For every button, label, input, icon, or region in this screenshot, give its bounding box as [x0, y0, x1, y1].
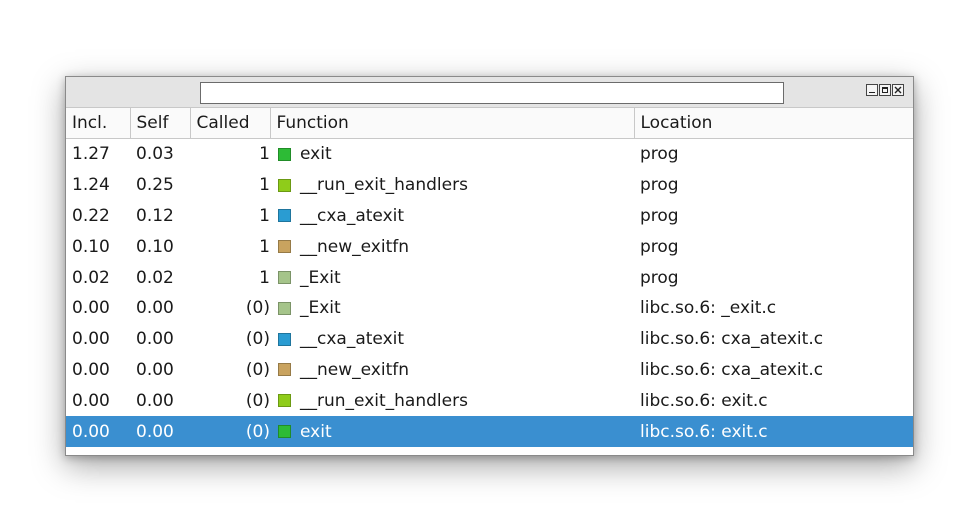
table-row[interactable]: 0.02 0.02 1 _Exit prog	[66, 262, 913, 293]
column-header-called[interactable]: Called	[190, 108, 271, 139]
function-name: __run_exit_handlers	[300, 175, 468, 196]
function-name: exit	[300, 144, 332, 165]
cost-color-swatch	[278, 178, 291, 192]
function-name: _Exit	[300, 267, 341, 288]
called-cell: (0)	[245, 359, 270, 380]
called-cell: 1	[259, 144, 270, 165]
location-cell: libc.so.6: cxa_atexit.c	[640, 359, 824, 380]
title-field[interactable]	[200, 82, 784, 104]
called-cell: 1	[259, 175, 270, 196]
cost-color-swatch	[278, 271, 291, 285]
cost-color-swatch	[278, 332, 291, 346]
location-cell: libc.so.6: _exit.c	[640, 298, 777, 319]
self-cell: 0.00	[136, 329, 174, 350]
function-cell: _Exit	[270, 262, 634, 293]
incl-cell: 0.22	[72, 205, 110, 226]
minimize-icon[interactable]	[866, 84, 878, 96]
incl-cell: 0.00	[72, 329, 110, 350]
maximize-icon[interactable]	[879, 84, 891, 96]
self-cell: 0.02	[136, 267, 174, 288]
location-cell: prog	[640, 267, 679, 288]
function-name: __new_exitfn	[300, 236, 410, 257]
table-row[interactable]: 0.00 0.00 (0) __new_exitfn libc.so.6: cxa_at…	[66, 355, 913, 386]
called-cell: (0)	[190, 416, 270, 447]
function-name: __run_exit_handlers	[300, 390, 468, 411]
table-header: Incl. Self Called Function Location	[66, 108, 913, 139]
function-cell: _Exit	[270, 293, 634, 324]
called-cell: (0)	[245, 298, 270, 319]
incl-cell: 0.02	[72, 267, 110, 288]
function-cell: __new_exitfn	[270, 355, 634, 386]
self-cell: 0.25	[136, 175, 174, 196]
self-cell: 0.00	[136, 359, 174, 380]
self-cell: 0.10	[136, 236, 174, 257]
function-name: _Exit	[300, 298, 341, 319]
function-cell: exit	[270, 416, 634, 447]
column-header-self[interactable]: Self	[130, 108, 191, 139]
self-cell: 0.00	[136, 298, 174, 319]
incl-cell: 0.00	[72, 359, 110, 380]
self-cell: 0.00	[130, 416, 190, 447]
location-cell: libc.so.6: exit.c	[634, 416, 913, 447]
function-name: __new_exitfn	[300, 359, 410, 380]
column-header-incl[interactable]: Incl.	[66, 108, 131, 139]
table-row[interactable]: 0.10 0.10 1 __new_exitfn prog	[66, 231, 913, 262]
call-graph-window: Incl. Self Called Function Location 1.27…	[65, 76, 914, 456]
title-bar[interactable]	[66, 77, 913, 108]
cost-color-swatch	[278, 425, 291, 439]
function-cell: __new_exitfn	[270, 231, 634, 262]
cost-color-swatch	[278, 301, 291, 315]
location-cell: prog	[640, 144, 679, 165]
function-cell: __run_exit_handlers	[270, 170, 634, 201]
function-name: __cxa_atexit	[300, 205, 405, 226]
location-cell: prog	[640, 236, 679, 257]
called-cell: (0)	[245, 390, 270, 411]
function-name: exit	[300, 421, 332, 442]
called-cell: 1	[259, 236, 270, 257]
called-cell: 1	[259, 205, 270, 226]
close-icon[interactable]	[892, 84, 904, 96]
location-cell: libc.so.6: exit.c	[640, 390, 768, 411]
function-cell: __run_exit_handlers	[270, 385, 634, 416]
incl-cell: 0.10	[72, 236, 110, 257]
called-cell: 1	[259, 267, 270, 288]
cost-color-swatch	[278, 394, 291, 408]
self-cell: 0.12	[136, 205, 174, 226]
function-cell: __cxa_atexit	[270, 201, 634, 232]
table-row[interactable]: 0.00 0.00 (0) _Exit libc.so.6: _exit.c	[66, 293, 913, 324]
table-row[interactable]: 1.24 0.25 1 __run_exit_handlers prog	[66, 170, 913, 201]
called-cell: (0)	[245, 329, 270, 350]
incl-cell: 0.00	[72, 298, 110, 319]
column-header-location[interactable]: Location	[634, 108, 913, 139]
table-row[interactable]: 1.27 0.03 1 exit prog	[66, 139, 913, 170]
cost-color-swatch	[278, 363, 291, 377]
incl-cell: 1.24	[72, 175, 110, 196]
cost-color-swatch	[278, 147, 291, 161]
location-cell: libc.so.6: cxa_atexit.c	[640, 329, 824, 350]
column-header-function[interactable]: Function	[270, 108, 635, 139]
table-row[interactable]: 0.00 0.00 (0) __cxa_atexit libc.so.6: cxa_at…	[66, 324, 913, 355]
window-controls	[866, 84, 904, 96]
incl-cell: 0.00	[66, 416, 130, 447]
self-cell: 0.00	[136, 390, 174, 411]
function-cell: exit	[270, 139, 634, 170]
cost-color-swatch	[278, 240, 291, 254]
location-cell: prog	[640, 205, 679, 226]
incl-cell: 0.00	[72, 390, 110, 411]
function-table: Incl. Self Called Function Location 1.27…	[66, 108, 913, 447]
table-row[interactable]: 0.22 0.12 1 __cxa_atexit prog	[66, 201, 913, 232]
function-cell: __cxa_atexit	[270, 324, 634, 355]
location-cell: prog	[640, 175, 679, 196]
self-cell: 0.03	[136, 144, 174, 165]
cost-color-swatch	[278, 209, 291, 223]
incl-cell: 1.27	[72, 144, 110, 165]
function-name: __cxa_atexit	[300, 329, 405, 350]
table-row[interactable]: 0.00 0.00 (0) __run_exit_handlers libc.so.6:…	[66, 385, 913, 416]
